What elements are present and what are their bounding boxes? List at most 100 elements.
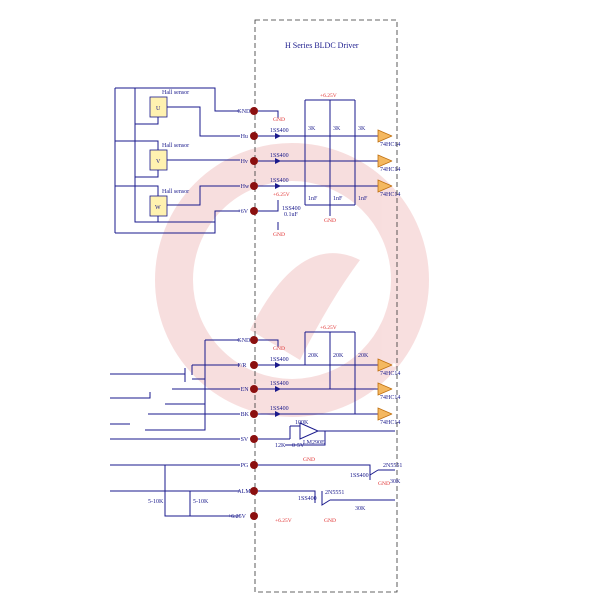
resistor-label: 100K bbox=[295, 420, 309, 426]
diode-label: 1SS400 bbox=[270, 357, 289, 363]
terminal-2 bbox=[250, 157, 258, 165]
svg-text:U: U bbox=[156, 106, 161, 112]
transistor-label: 2N5551 bbox=[325, 490, 344, 496]
capacitor-label: 0.1uF bbox=[284, 212, 299, 218]
diode-label: 1SS400 bbox=[270, 128, 289, 134]
terminal-6 bbox=[250, 361, 258, 369]
capacitor-label: 1nF bbox=[333, 196, 343, 202]
vcc-label: +6.25V bbox=[275, 518, 292, 524]
resistor-label: 12K bbox=[275, 443, 286, 449]
terminal-label: Hv bbox=[241, 159, 248, 165]
gnd-label: GND bbox=[273, 346, 285, 352]
resistor-label: 20K bbox=[308, 353, 319, 359]
resistor-label: 5-10K bbox=[193, 499, 209, 505]
hall-sensor-w: W Hall sensor bbox=[149, 189, 189, 217]
svg-text:Hall sensor: Hall sensor bbox=[162, 90, 189, 96]
terminal-0 bbox=[250, 107, 258, 115]
inverter-74hc14 bbox=[377, 154, 394, 168]
inverter-label: 74HC14 bbox=[380, 192, 400, 198]
diodes bbox=[275, 133, 281, 417]
terminal-label: GND bbox=[237, 109, 251, 115]
inverter-74hc14 bbox=[377, 407, 394, 421]
resistor-label: 30K bbox=[390, 479, 401, 485]
capacitor-label: 1nF bbox=[308, 196, 318, 202]
terminal-11 bbox=[250, 487, 258, 495]
terminal-label: BK bbox=[241, 412, 250, 418]
inverter-label: 74HC14 bbox=[380, 142, 400, 148]
resistor-label: 3K bbox=[308, 126, 316, 132]
terminal-label: GND bbox=[237, 338, 251, 344]
watermark-logo bbox=[155, 143, 429, 417]
diode-label: 1SS400 bbox=[270, 178, 289, 184]
inverter-bubble bbox=[392, 184, 396, 188]
terminal-9 bbox=[250, 435, 258, 443]
gnd-label: GND bbox=[324, 518, 336, 524]
terminal-7 bbox=[250, 385, 258, 393]
inverter-74hc14 bbox=[377, 358, 394, 372]
resistor-label: 3K bbox=[358, 126, 366, 132]
terminal-label: Hu bbox=[241, 134, 248, 140]
control-wiring bbox=[110, 339, 240, 517]
gnd-label: GND bbox=[273, 117, 285, 123]
diode-label: 1SS400 bbox=[270, 406, 289, 412]
opamp-label: LM290E bbox=[303, 440, 325, 446]
driver-title: H Series BLDC Driver bbox=[285, 41, 359, 50]
terminal-label: EN bbox=[241, 387, 250, 393]
pot-label: 0-5V bbox=[292, 443, 305, 449]
transistor-label: 2N5551 bbox=[383, 463, 402, 469]
terminal-label: +6V bbox=[237, 209, 248, 215]
inverter-bubble bbox=[392, 412, 396, 416]
terminal-10 bbox=[250, 461, 258, 469]
svg-text:Hall sensor: Hall sensor bbox=[162, 143, 189, 149]
hall-sensor-u: U Hall sensor bbox=[149, 90, 189, 118]
inverter-74hc14 bbox=[377, 382, 394, 396]
diode-label: 1SS400 bbox=[270, 153, 289, 159]
inverter-label: 74HC14 bbox=[380, 420, 400, 426]
terminal-4 bbox=[250, 207, 258, 215]
resistor-label: 20K bbox=[333, 353, 344, 359]
svg-text:Hall sensor: Hall sensor bbox=[162, 189, 189, 195]
hall-wiring bbox=[114, 87, 240, 234]
terminal-label: PG bbox=[241, 463, 249, 469]
resistor-label: 20K bbox=[358, 353, 369, 359]
terminal-label: SV bbox=[241, 437, 249, 443]
diode-label: 1SS400 bbox=[298, 496, 317, 502]
gnd-label: GND bbox=[303, 457, 315, 463]
terminal-3 bbox=[250, 182, 258, 190]
inverter-bubble bbox=[392, 363, 396, 367]
vcc-label: +6.25V bbox=[273, 192, 290, 198]
inverter-bubble bbox=[392, 159, 396, 163]
hall-input-circuit bbox=[258, 99, 395, 506]
gnd-label: GND bbox=[273, 232, 285, 238]
resistor-label: 30K bbox=[355, 506, 366, 512]
terminal-1 bbox=[250, 132, 258, 140]
svg-text:V: V bbox=[156, 159, 161, 165]
diode-label: 1SS400 bbox=[270, 381, 289, 387]
terminal-8 bbox=[250, 410, 258, 418]
terminal-label: Hw bbox=[241, 184, 250, 190]
gnd-label: GND bbox=[378, 481, 390, 487]
svg-text:W: W bbox=[155, 205, 161, 211]
inverter-label: 74HC14 bbox=[380, 395, 400, 401]
resistor-label: 5-10K bbox=[148, 499, 164, 505]
capacitor-label: 1nF bbox=[358, 196, 368, 202]
resistor-label: 3K bbox=[333, 126, 341, 132]
terminal-label: F/R bbox=[237, 363, 246, 369]
inverter-74hc14 bbox=[377, 179, 394, 193]
inverter-bubble bbox=[392, 134, 396, 138]
driver-boundary bbox=[254, 19, 398, 593]
vcc-label: +6.25V bbox=[320, 325, 337, 331]
gnd-label: GND bbox=[324, 218, 336, 224]
hall-sensor-v: V Hall sensor bbox=[149, 143, 189, 171]
terminal-label: +6.25V bbox=[228, 514, 247, 520]
terminal-12 bbox=[250, 512, 258, 520]
terminal-label: ALM bbox=[237, 489, 251, 495]
diode-label: 1SS400 bbox=[282, 206, 301, 212]
diode-label: 1SS400 bbox=[350, 473, 369, 479]
terminal-5 bbox=[250, 336, 258, 344]
inverter-bubble bbox=[392, 387, 396, 391]
vcc-label: +6.25V bbox=[320, 93, 337, 99]
inverter-label: 74HC14 bbox=[380, 167, 400, 173]
